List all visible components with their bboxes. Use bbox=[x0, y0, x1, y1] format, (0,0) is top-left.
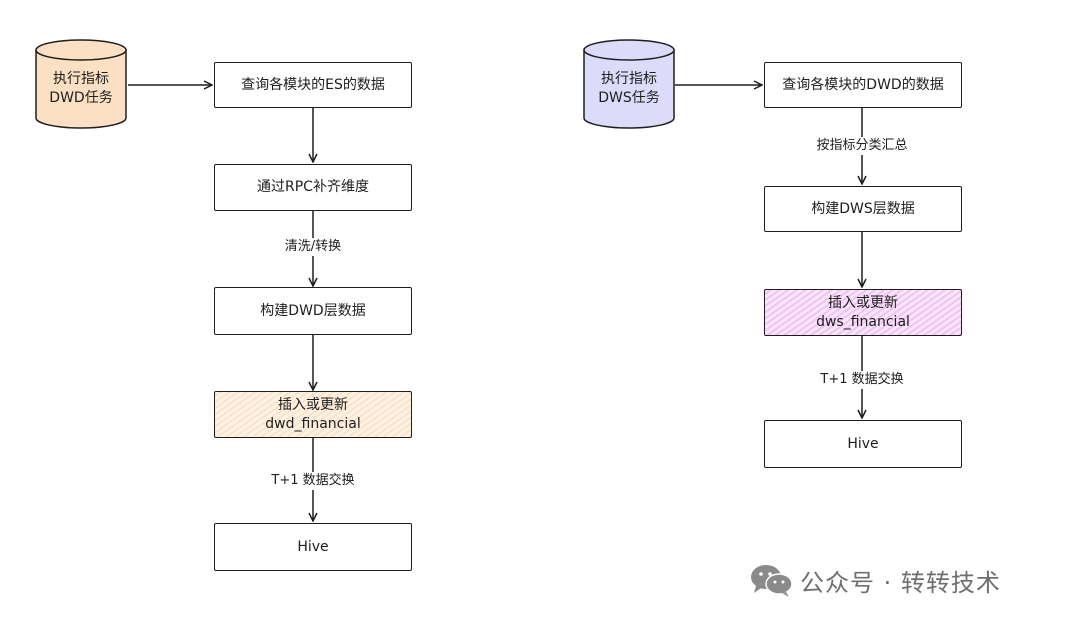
left-step-query-es-label: 查询各模块的ES的数据 bbox=[241, 76, 385, 93]
database-cylinder-icon bbox=[35, 39, 127, 129]
left-source-line2: DWD任务 bbox=[49, 90, 113, 106]
right-source-cylinder: 执行指标 DWS任务 bbox=[582, 38, 676, 130]
left-insert-dwd-financial: 插入或更新 dwd_financial bbox=[214, 391, 412, 438]
left-step-rpc: 通过RPC补齐维度 bbox=[214, 164, 412, 211]
wechat-icon bbox=[751, 565, 793, 597]
right-source-line1: 执行指标 bbox=[601, 71, 657, 87]
right-step-build-dws-label: 构建DWS层数据 bbox=[811, 200, 915, 217]
right-step-build-dws: 构建DWS层数据 bbox=[764, 186, 962, 232]
left-target-hive-label: Hive bbox=[297, 538, 329, 555]
right-step-query-dwd: 查询各模块的DWD的数据 bbox=[764, 62, 962, 108]
left-step-build-dwd-label: 构建DWD层数据 bbox=[260, 302, 366, 319]
left-target-hive: Hive bbox=[214, 523, 412, 571]
right-insert-dws-financial: 插入或更新 dws_financial bbox=[764, 289, 962, 336]
right-edge-label-exchange: T+1 数据交换 bbox=[816, 371, 908, 389]
right-source-line2: DWS任务 bbox=[598, 90, 660, 106]
watermark-text: 公众号 · 转转技术 bbox=[800, 568, 1001, 597]
right-insert-line1: 插入或更新 bbox=[828, 294, 898, 311]
left-edge-label-exchange: T+1 数据交换 bbox=[267, 472, 359, 490]
left-edge-label-clean: 清洗/转换 bbox=[280, 238, 346, 256]
right-insert-line2: dws_financial bbox=[816, 313, 910, 330]
database-cylinder-icon bbox=[583, 39, 675, 129]
left-source-line1: 执行指标 bbox=[53, 71, 109, 87]
left-source-cylinder: 执行指标 DWD任务 bbox=[34, 38, 128, 130]
right-edge-label-aggregate: 按指标分类汇总 bbox=[812, 137, 912, 155]
left-step-query-es: 查询各模块的ES的数据 bbox=[214, 62, 412, 108]
left-step-rpc-label: 通过RPC补齐维度 bbox=[257, 179, 369, 195]
watermark: 公众号 · 转转技术 bbox=[748, 562, 1001, 598]
left-insert-line1: 插入或更新 bbox=[278, 396, 348, 413]
right-step-query-dwd-label: 查询各模块的DWD的数据 bbox=[782, 76, 944, 93]
right-target-hive: Hive bbox=[764, 420, 962, 468]
left-step-build-dwd: 构建DWD层数据 bbox=[214, 287, 412, 335]
left-insert-line2: dwd_financial bbox=[265, 415, 361, 432]
right-target-hive-label: Hive bbox=[847, 435, 879, 452]
